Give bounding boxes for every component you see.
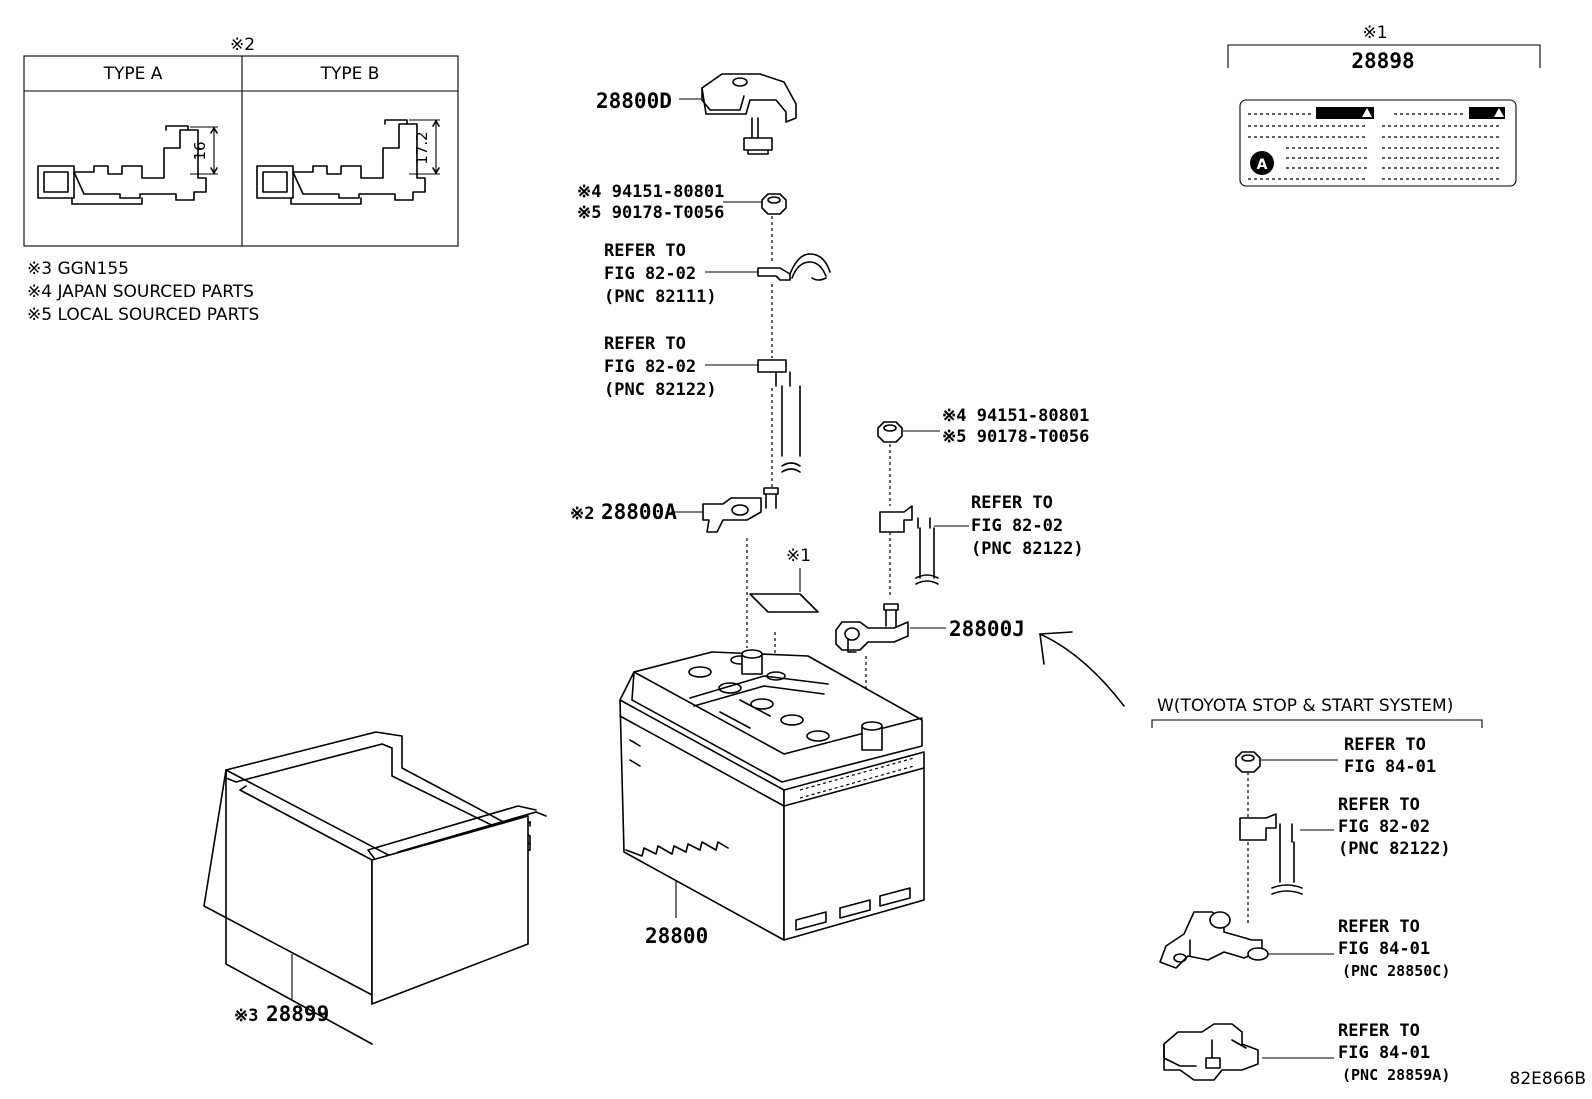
type-b-header: TYPE B: [320, 64, 380, 84]
arrow-icon: [1039, 631, 1125, 707]
warning-label-badge: A: [1257, 157, 1268, 173]
label-nut-top-local: ※5 90178-T0056: [577, 203, 724, 223]
label-terminal-cover: 28800D: [596, 89, 672, 113]
battery-tray-drawing: [203, 731, 547, 1045]
warning-label-part-number: 28898: [1351, 49, 1414, 73]
label-ref1-line2: FIG 82-02: [604, 264, 696, 284]
type-a-header: TYPE A: [103, 64, 163, 84]
label-sticker-note-mark: ※1: [786, 546, 811, 566]
label-ref1-line1: REFER TO: [604, 241, 686, 261]
label-ref3-line2: FIG 82-02: [971, 516, 1063, 536]
label-tray: 28899: [266, 1002, 329, 1026]
label-tray-mark: ※3: [234, 1006, 258, 1026]
stop-start-ref-c-line1: REFER TO: [1338, 917, 1420, 937]
stop-start-nut-drawing: [1235, 751, 1261, 773]
exploded-assembly: 28800D ※4 94151-80801 ※5 90178-T0056 REF…: [203, 73, 1125, 1045]
label-neg-terminal: 28800J: [949, 617, 1025, 641]
warning-label-group: ※1 28898 A: [1227, 23, 1541, 187]
label-ref2-line2: FIG 82-02: [604, 357, 696, 377]
label-ref3-line1: REFER TO: [971, 493, 1053, 513]
note-japan-sourced: ※4 JAPAN SOURCED PARTS: [27, 282, 254, 302]
type-b-terminal-drawing: 17.2: [256, 119, 440, 205]
stop-start-ref-a-line1: REFER TO: [1344, 735, 1426, 755]
type-a-terminal-drawing: 16: [37, 125, 218, 205]
type-b-dimension: 17.2: [413, 131, 431, 164]
terminal-type-table: ※2 TYPE A TYPE B 16 17.2: [23, 35, 459, 247]
note-local-sourced: ※5 LOCAL SOURCED PARTS: [27, 305, 259, 325]
label-note-mark: ※1: [1362, 23, 1387, 43]
battery-drawing: [619, 649, 925, 941]
terminal-cover-drawing: [701, 73, 797, 155]
nut-top-drawing: [761, 193, 787, 215]
stop-start-title: W(TOYOTA STOP & START SYSTEM): [1157, 696, 1453, 716]
stop-start-ref-b-line1: REFER TO: [1338, 795, 1420, 815]
label-ref3-line3: (PNC 82122): [971, 539, 1084, 559]
stop-start-ref-b-line3: (PNC 82122): [1338, 839, 1451, 859]
stop-start-ref-b-line2: FIG 82-02: [1338, 817, 1430, 837]
stop-start-section: W(TOYOTA STOP & START SYSTEM) REFER TO F…: [1151, 696, 1483, 1084]
figure-code: 82E866B: [1510, 1069, 1586, 1089]
stop-start-ref-c-line2: FIG 84-01: [1338, 939, 1430, 959]
label-nut-right-japan: ※4 94151-80801: [942, 406, 1089, 426]
footnotes: ※3 GGN155 ※4 JAPAN SOURCED PARTS ※5 LOCA…: [27, 259, 259, 325]
label-ref1-line3: (PNC 82111): [604, 287, 717, 307]
note-ggn155: ※3 GGN155: [27, 259, 129, 279]
label-pos-terminal: 28800A: [601, 500, 677, 524]
stop-start-ref-c-line3: (PNC 28850C): [1342, 962, 1450, 980]
wire-82122-left-drawing: [757, 359, 801, 473]
warning-label-drawing: A: [1248, 107, 1505, 180]
label-battery: 28800: [645, 924, 708, 948]
label-ref2-line3: (PNC 82122): [604, 380, 717, 400]
stop-start-ref-d-line2: FIG 84-01: [1338, 1043, 1430, 1063]
stop-start-wire-drawing: [1239, 813, 1303, 895]
stop-start-bracket-drawing: [1163, 1023, 1259, 1081]
positive-terminal-drawing: [702, 487, 779, 533]
wire-82122-right-drawing: [879, 505, 939, 585]
wire-82111-drawing: [757, 253, 831, 281]
nut-right-drawing: [877, 421, 903, 443]
type-table-note-mark: ※2: [230, 35, 255, 55]
stop-start-sensor-terminal-drawing: [1159, 911, 1269, 969]
type-a-dimension: 16: [191, 141, 209, 160]
stop-start-ref-a-line2: FIG 84-01: [1344, 757, 1436, 777]
label-nut-top-japan: ※4 94151-80801: [577, 182, 724, 202]
label-sticker-drawing: [749, 593, 819, 613]
stop-start-ref-d-line1: REFER TO: [1338, 1021, 1420, 1041]
label-ref2-line1: REFER TO: [604, 334, 686, 354]
label-nut-right-local: ※5 90178-T0056: [942, 427, 1089, 447]
label-pos-terminal-mark: ※2: [570, 504, 594, 524]
negative-terminal-drawing: [835, 603, 909, 653]
stop-start-ref-d-line3: (PNC 28859A): [1342, 1066, 1450, 1084]
